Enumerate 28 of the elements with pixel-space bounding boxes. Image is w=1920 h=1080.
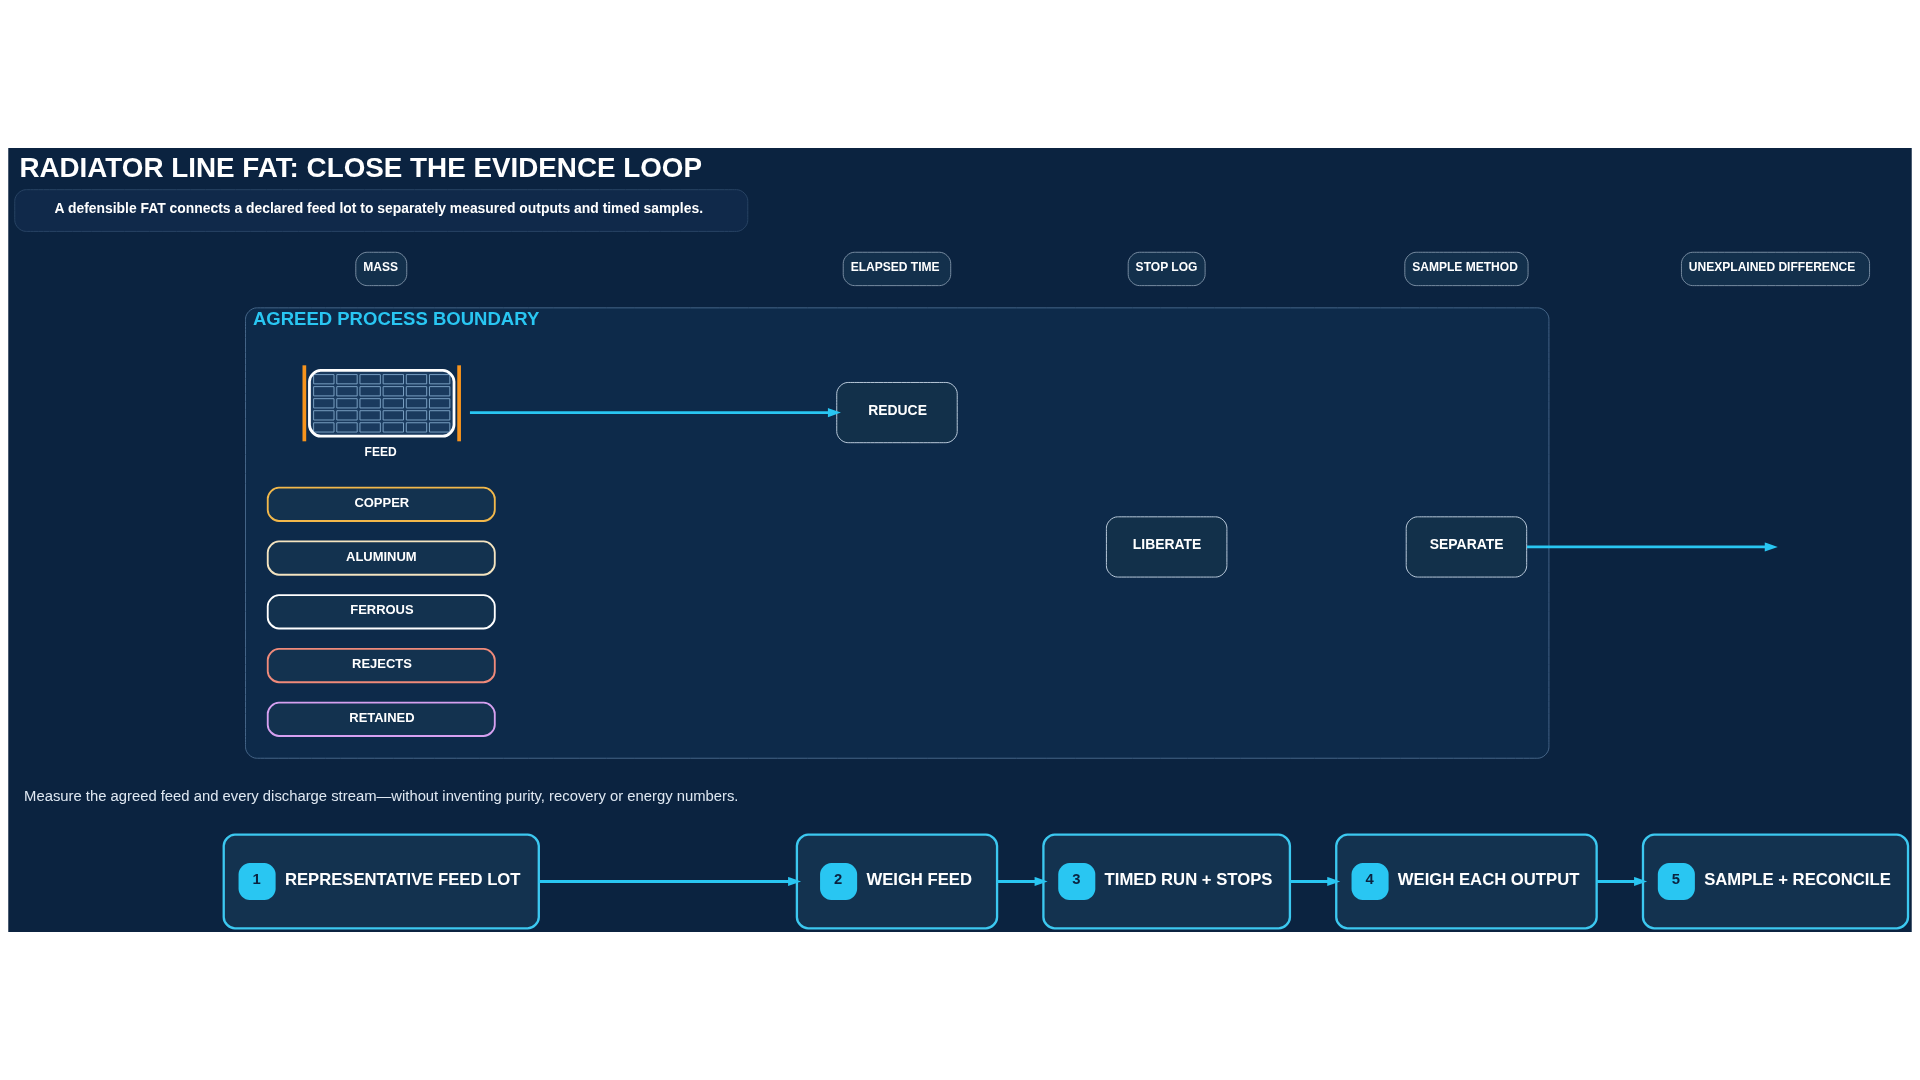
node-box: 3 TIMED RUN + STOPS bbox=[1042, 833, 1292, 930]
node-box: FERROUS bbox=[266, 594, 496, 630]
node-box: UNEXPLAINED DIFFERENCE bbox=[1681, 251, 1871, 287]
node-box: SEPARATE bbox=[1405, 516, 1528, 578]
node-box: LIBERATE bbox=[1105, 516, 1228, 578]
node-box: RETAINED bbox=[266, 701, 496, 737]
node-label: FEED bbox=[364, 444, 397, 459]
arrow bbox=[1526, 542, 1778, 552]
node-box: MASS bbox=[355, 251, 408, 287]
arrow bbox=[997, 876, 1048, 887]
node-box: COPPER bbox=[266, 486, 496, 522]
node-box: ALUMINUM bbox=[266, 540, 496, 576]
node-box: 4 WEIGH EACH OUTPUT bbox=[1335, 833, 1598, 930]
node-box: REJECTS bbox=[266, 647, 496, 684]
node-box: ELAPSED TIME bbox=[842, 251, 952, 287]
arrow bbox=[538, 876, 802, 887]
node-box: SAMPLE METHOD bbox=[1404, 251, 1529, 287]
node-box: 1 REPRESENTATIVE FEED LOT bbox=[222, 833, 540, 930]
node-box: REDUCE bbox=[836, 382, 958, 444]
node-box: 2 WEIGH FEED bbox=[795, 833, 999, 930]
arrow bbox=[1290, 876, 1341, 887]
node-box: A defensible FAT connects a declared feed lot to separately measured outputs and timed samples. bbox=[14, 189, 749, 232]
arrow bbox=[1596, 876, 1648, 887]
diagram-title: RADIATOR LINE FAT: CLOSE THE EVIDENCE LOOP bbox=[19, 151, 703, 183]
node-box: STOP LOG bbox=[1127, 251, 1206, 287]
label: Measure the agreed feed and every discharge stream—without inventing purity, recovery or energy numbers. bbox=[24, 787, 739, 804]
node-box: 5 SAMPLE + RECONCILE bbox=[1641, 833, 1910, 930]
arrow bbox=[469, 408, 841, 418]
